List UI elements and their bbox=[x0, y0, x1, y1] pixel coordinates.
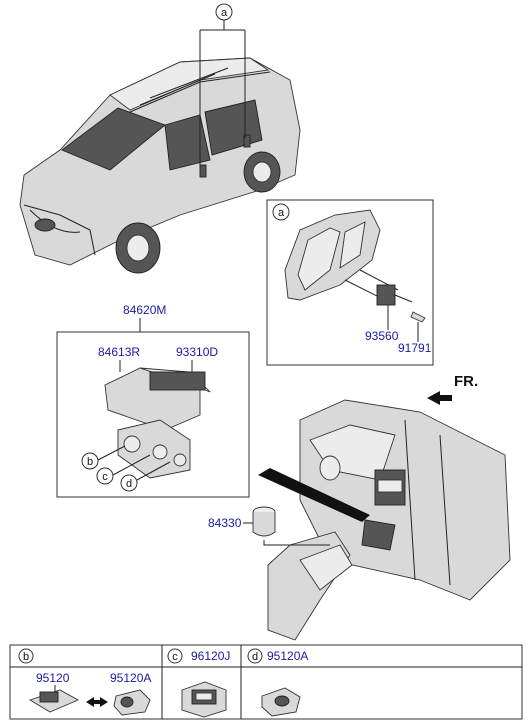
part-91791-label: 91791 bbox=[398, 341, 432, 355]
svg-text:c: c bbox=[102, 471, 108, 483]
part-95120A-illustration bbox=[113, 689, 151, 716]
part-84620M-label: 84620M bbox=[123, 303, 166, 317]
front-direction-indicator: FR. bbox=[427, 373, 478, 405]
box-84620M: 84620M 84613R 93310D b c d bbox=[56, 303, 250, 498]
part-84330-label: 84330 bbox=[208, 516, 242, 530]
part-93560-label: 93560 bbox=[365, 329, 399, 343]
svg-text:b: b bbox=[87, 456, 93, 468]
detail-box-a: a 93560 91791 bbox=[266, 199, 434, 366]
svg-text:d: d bbox=[126, 478, 132, 490]
svg-text:c: c bbox=[172, 651, 178, 663]
part-96120J-illustration bbox=[181, 681, 227, 718]
svg-text:a: a bbox=[278, 207, 285, 219]
part-84330: 84330 bbox=[208, 506, 330, 546]
svg-text:b: b bbox=[23, 651, 29, 663]
part-93560-bracket bbox=[376, 284, 396, 306]
callout-a-top: a bbox=[199, 3, 246, 170]
part-95120-label: 95120 bbox=[36, 671, 70, 685]
svg-text:d: d bbox=[252, 651, 258, 663]
vehicle-illustration bbox=[19, 57, 301, 274]
part-95120A-b-label: 95120A bbox=[110, 671, 151, 685]
part-93310D-label: 93310D bbox=[176, 345, 218, 359]
svg-text:FR.: FR. bbox=[454, 373, 478, 390]
part-95120A-d-label: 95120A bbox=[267, 649, 308, 663]
parts-table: b 95120 95120A c 96120J d 95120A bbox=[9, 644, 523, 720]
part-96120J-label: 96120J bbox=[191, 649, 230, 663]
interchange-arrow bbox=[86, 697, 108, 707]
part-84613R-label: 84613R bbox=[98, 345, 140, 359]
part-95120A-d-illustration bbox=[261, 687, 301, 717]
part-95120-illustration bbox=[28, 685, 80, 713]
svg-text:a: a bbox=[221, 7, 228, 19]
dashboard-illustration bbox=[258, 399, 511, 641]
